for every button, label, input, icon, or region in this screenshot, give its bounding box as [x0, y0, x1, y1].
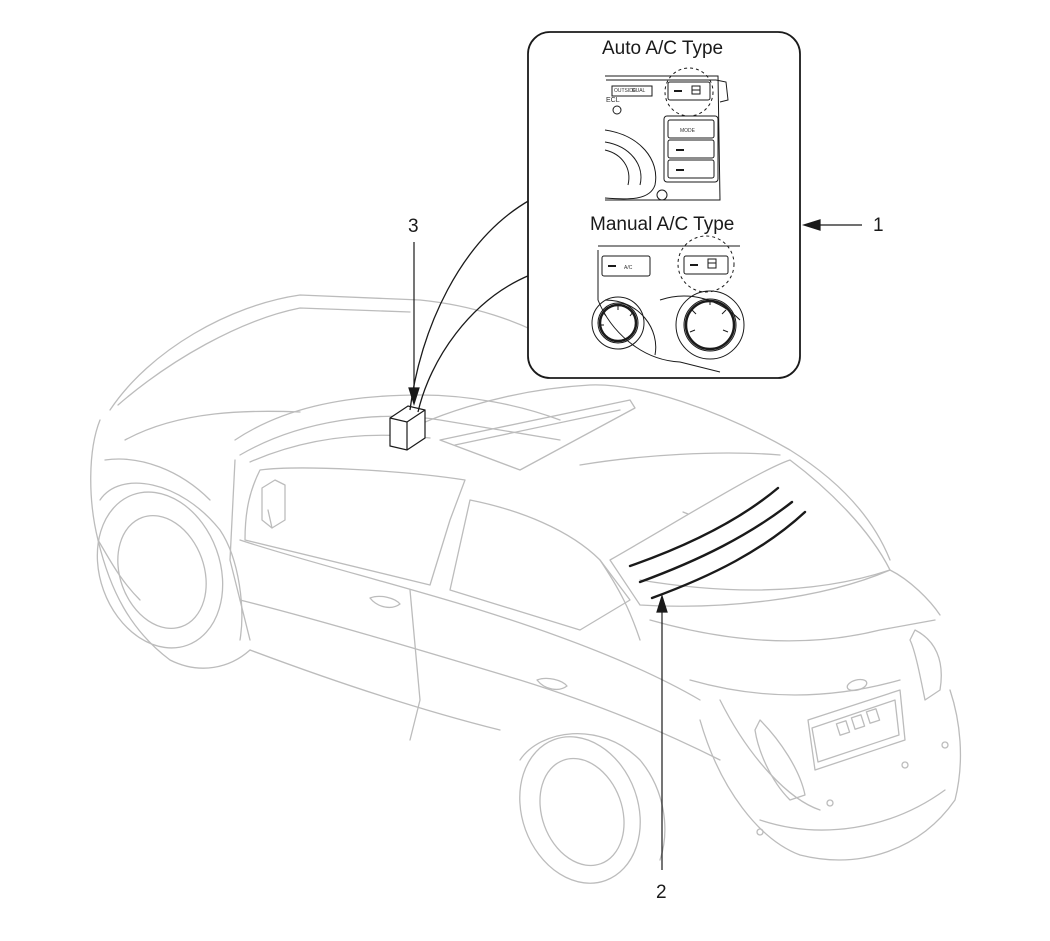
manual-ac-title: Manual A/C Type: [590, 214, 735, 235]
front-wheel: [96, 491, 224, 649]
defogger-line-3: [650, 510, 807, 600]
inset-frame: [527, 31, 801, 379]
callout-2-arrowhead: [656, 593, 668, 613]
rear-defogger-module: [389, 405, 426, 451]
callout-leaders: [408, 219, 862, 870]
manual-temp-knob: [591, 296, 645, 350]
rear-window: [609, 459, 891, 607]
manual-ac-label: A/C: [624, 265, 633, 271]
front-door-window: [244, 467, 466, 586]
manual-defog-button: [683, 255, 729, 275]
front-door-handle: [369, 595, 401, 609]
auto-mode-button: [667, 119, 715, 139]
rear-wheel: [519, 736, 641, 884]
auto-defog-highlight: [664, 67, 714, 117]
rear-door-handle: [536, 677, 568, 691]
defogger-line-1: [628, 486, 780, 568]
rear-bumper: [699, 689, 962, 861]
auto-ac-title: Auto A/C Type: [602, 38, 724, 59]
manual-ac-button: [601, 255, 651, 277]
callout-label-3: 3: [408, 216, 419, 237]
right-taillight: [909, 629, 942, 701]
auto-ecl-label: ECL: [606, 97, 620, 104]
manual-defog-highlight: [677, 235, 735, 293]
front-fender: [90, 419, 251, 669]
roof: [389, 384, 891, 561]
license-plate: [807, 689, 906, 771]
auto-outside-label: OUTSIDE: [614, 88, 637, 94]
ac-control-inset: OUTSIDE DUAL ECL MODE: [527, 31, 801, 379]
car-body: [90, 294, 962, 884]
left-taillight: [754, 719, 806, 801]
trunk-lid: [639, 569, 941, 616]
callout-3-arrowhead: [408, 387, 420, 407]
manual-ac-panel: [591, 235, 745, 373]
windshield: [239, 415, 561, 456]
rear-door-window: [449, 499, 631, 631]
auto-dual-label: DUAL: [632, 88, 646, 94]
side-mirror: [261, 479, 286, 529]
defogger-line-2: [638, 500, 794, 584]
inset-leader-curves: [409, 199, 531, 413]
hood-outline: [109, 294, 561, 411]
manual-mode-knob: [675, 290, 745, 360]
auto-ac-panel: [604, 67, 729, 201]
auto-mode-label: MODE: [680, 128, 696, 134]
auto-temp-knob: [604, 129, 657, 200]
defogger-grid-lines: [628, 486, 807, 600]
auto-defog-button: [667, 81, 711, 101]
callout-label-2: 2: [656, 882, 667, 903]
callout-label-1: 1: [873, 215, 884, 236]
callout-1-arrowhead: [801, 219, 821, 231]
